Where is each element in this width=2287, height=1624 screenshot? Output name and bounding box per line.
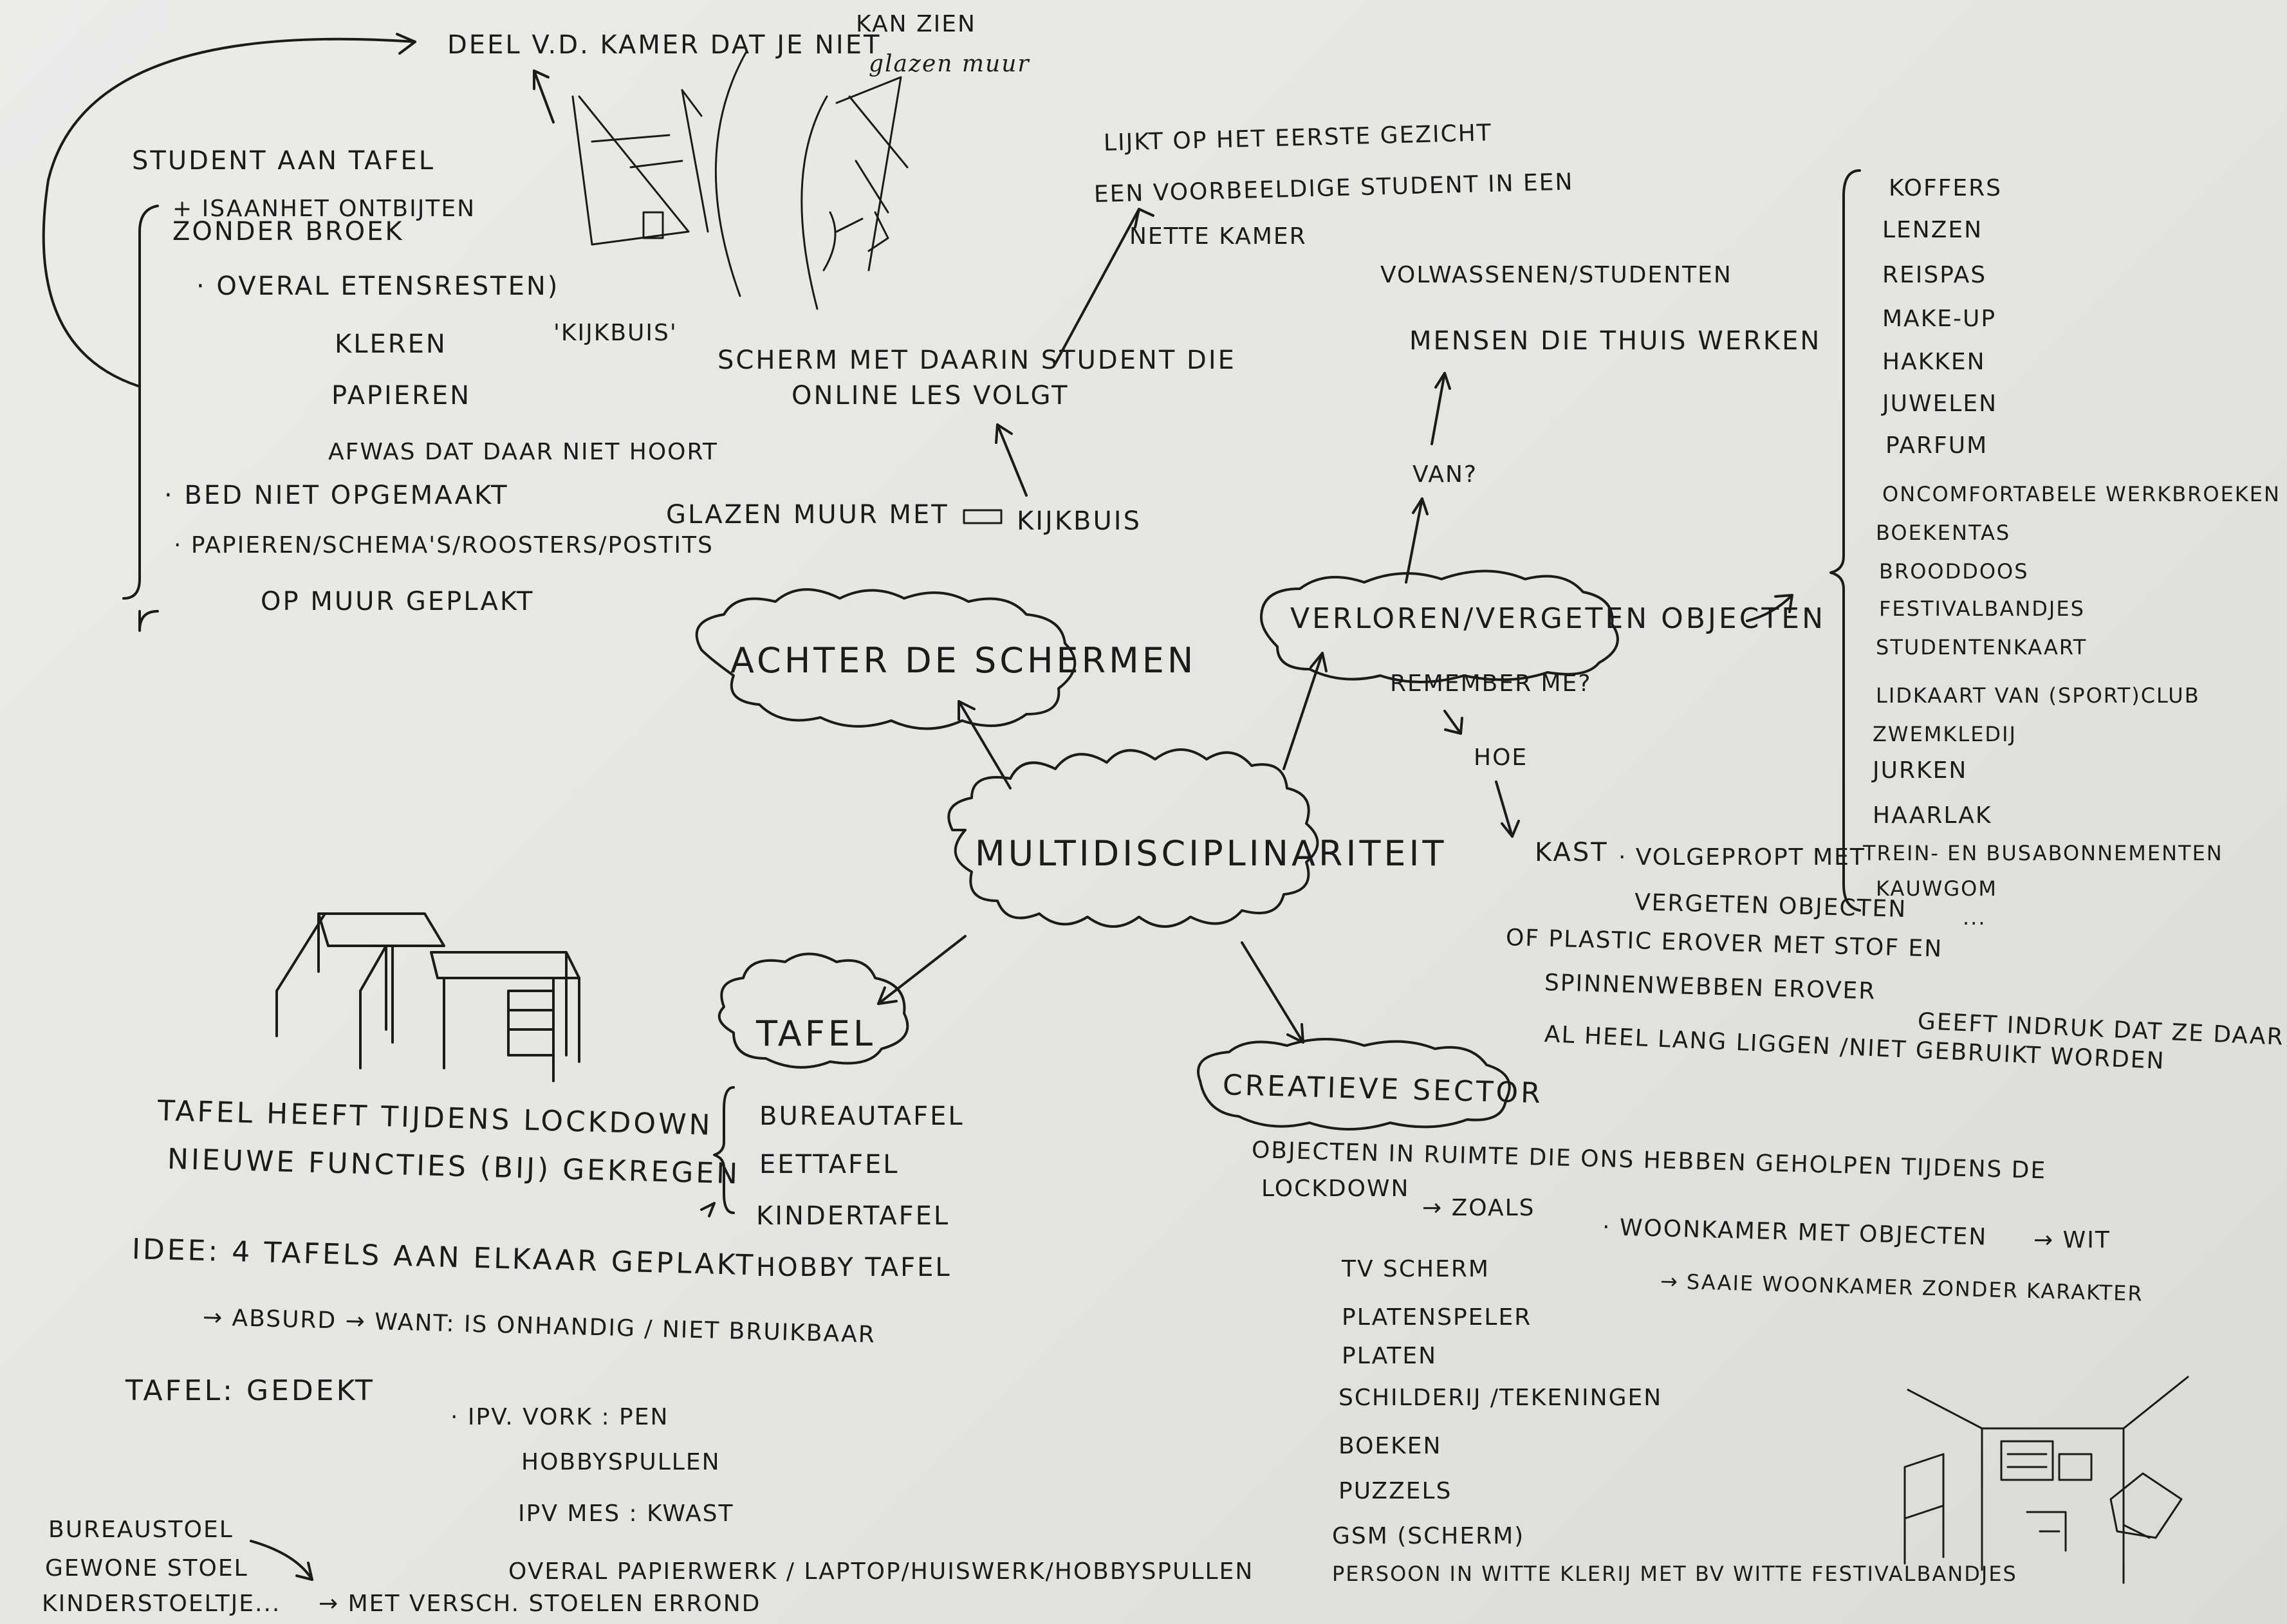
- creative-item: PUZZELS: [1338, 1478, 1452, 1504]
- list-item: BROODDOOS: [1879, 559, 2029, 584]
- table-title: TAFEL: [756, 1013, 876, 1054]
- list-item: ZWEMKLEDIJ: [1873, 722, 2017, 746]
- screen-text: ONLINE LES VOLGT: [792, 381, 1069, 411]
- screen-text: SCHERM MET DAARIN STUDENT DIE: [718, 346, 1236, 375]
- list-item: ...: [1963, 905, 1986, 930]
- kast-desc: · VOLGEPROPT MET: [1618, 844, 1866, 871]
- table-type: BUREAUTAFEL: [759, 1102, 965, 1131]
- chair-line: BUREAUSTOEL: [48, 1517, 234, 1543]
- hoe-label: HOE: [1474, 744, 1528, 771]
- lost-cloud: [1260, 569, 1619, 683]
- list-item: FESTIVALBANDJES: [1879, 596, 2085, 621]
- covered-item: · IPV. VORK : PEN: [450, 1404, 669, 1430]
- list-item: BOEKENTAS: [1876, 521, 2011, 545]
- creative-title: CREATIEVE SECTOR: [1222, 1069, 1544, 1111]
- list-item: TREIN- EN BUSABONNEMENTEN: [1863, 841, 2223, 865]
- student-line: OP MUUR GEPLAKT: [261, 587, 535, 616]
- covered-item: HOBBYSPULLEN: [521, 1449, 721, 1475]
- creative-item: SCHILDERIJ /TEKENINGEN: [1338, 1385, 1663, 1411]
- list-item: JURKEN: [1873, 757, 1968, 784]
- list-item: ONCOMFORTABELE WERKBROEKEN: [1882, 482, 2281, 506]
- kijkbuis-label: 'KIJKBUIS': [553, 320, 678, 346]
- student-line: KLEREN: [335, 329, 447, 359]
- creative-item: TV SCHERM: [1342, 1256, 1490, 1282]
- living-room-sketch: [1903, 1376, 2189, 1584]
- creative-item: PLATENSPELER: [1342, 1304, 1532, 1331]
- braces: [122, 169, 1861, 1214]
- lost-title: VERLOREN/VERGETEN OBJECTEN: [1290, 602, 1826, 635]
- chair-line: KINDERSTOELTJE...: [42, 1591, 281, 1617]
- top-label-2: KAN ZIEN: [856, 11, 976, 37]
- table-type: KINDERTAFEL: [756, 1201, 950, 1231]
- list-item: STUDENTENKAART: [1876, 635, 2088, 660]
- student-line: AFWAS DAT DAAR NIET HOORT: [328, 439, 718, 465]
- creative-item: PLATEN: [1342, 1343, 1438, 1369]
- list-item: HAARLAK: [1873, 802, 1992, 829]
- table-cloud: [718, 952, 909, 1069]
- creative-item: GSM (SCHERM): [1332, 1523, 1525, 1549]
- center-label: MULTIDISCIPLINARITEIT: [975, 833, 1447, 874]
- table-type: EETTAFEL: [759, 1150, 900, 1179]
- creative-item: BOEKEN: [1338, 1433, 1442, 1459]
- center-cloud: [947, 748, 1319, 928]
- who-line: MENSEN DIE THUIS WERKEN: [1409, 326, 1822, 356]
- list-item: REISPAS: [1882, 262, 1987, 288]
- list-item: PARFUM: [1885, 432, 1988, 459]
- student-line: + ISAANHET ONTBIJTEN: [172, 196, 476, 222]
- student-line: PAPIEREN: [331, 381, 472, 411]
- table-sketch: [275, 912, 580, 1082]
- list-item: JUWELEN: [1882, 391, 1998, 417]
- glass-wall-caption: GLAZEN MUUR MET: [666, 500, 949, 530]
- table-type: HOBBY TAFEL: [756, 1253, 952, 1282]
- creative-cloud: [1197, 1038, 1511, 1130]
- covered-item: OVERAL PAPIERWERK / LAPTOP/HUISWERK/HOBB…: [508, 1558, 1254, 1585]
- creative-wit: → WIT: [2033, 1227, 2111, 1253]
- covered-line: TAFEL: GEDEKT: [125, 1374, 375, 1407]
- kijkbuis-sketch: [571, 50, 909, 310]
- kast-label: KAST: [1535, 838, 1609, 867]
- list-item: LIDKAART VAN (SPORT)CLUB: [1876, 683, 2200, 708]
- list-item: KOFFERS: [1889, 175, 2002, 201]
- list-item: KAUWGOM: [1876, 876, 1997, 901]
- list-item: MAKE-UP: [1882, 306, 1997, 332]
- creative-item: PERSOON IN WITTE KLERIJ MET BV WITTE FES…: [1332, 1562, 2017, 1586]
- creative-zoals: → ZOALS: [1422, 1195, 1535, 1221]
- covered-item: IPV MES : KWAST: [518, 1500, 734, 1527]
- list-item: LENZEN: [1882, 217, 1983, 243]
- student-line: · OVERAL ETENSRESTEN): [196, 272, 560, 301]
- creative-desc: LOCKDOWN: [1261, 1176, 1410, 1202]
- glass-wall-caption-2: KIJKBUIS: [1017, 506, 1142, 536]
- list-item: HAKKEN: [1882, 349, 1986, 375]
- student-line: · BED NIET OPGEMAAKT: [164, 481, 509, 510]
- connector-arrows: [42, 33, 1793, 1581]
- remember-label: REMEMBER ME?: [1390, 670, 1592, 697]
- who-line: VOLWASSENEN/STUDENTEN: [1380, 262, 1732, 288]
- student-line: · PAPIEREN/SCHEMA'S/ROOSTERS/POSTITS: [174, 532, 714, 558]
- van-label: VAN?: [1412, 461, 1477, 488]
- glass-wall-icon: [963, 509, 1003, 524]
- glass-wall-note: glazen muur: [869, 51, 1030, 77]
- first-glance: NETTE KAMER: [1129, 223, 1307, 250]
- student-line: STUDENT AAN TAFEL: [132, 146, 435, 176]
- top-label: DEEL V.D. KAMER DAT JE NIET: [447, 30, 882, 60]
- student-line: ZONDER BROEK: [172, 217, 404, 246]
- screens-title: ACHTER DE SCHERMEN: [730, 640, 1197, 681]
- screens-cloud: [695, 588, 1077, 730]
- chair-line: GEWONE STOEL: [45, 1555, 248, 1582]
- chairs-note: → MET VERSCH. STOELEN ERROND: [319, 1591, 761, 1617]
